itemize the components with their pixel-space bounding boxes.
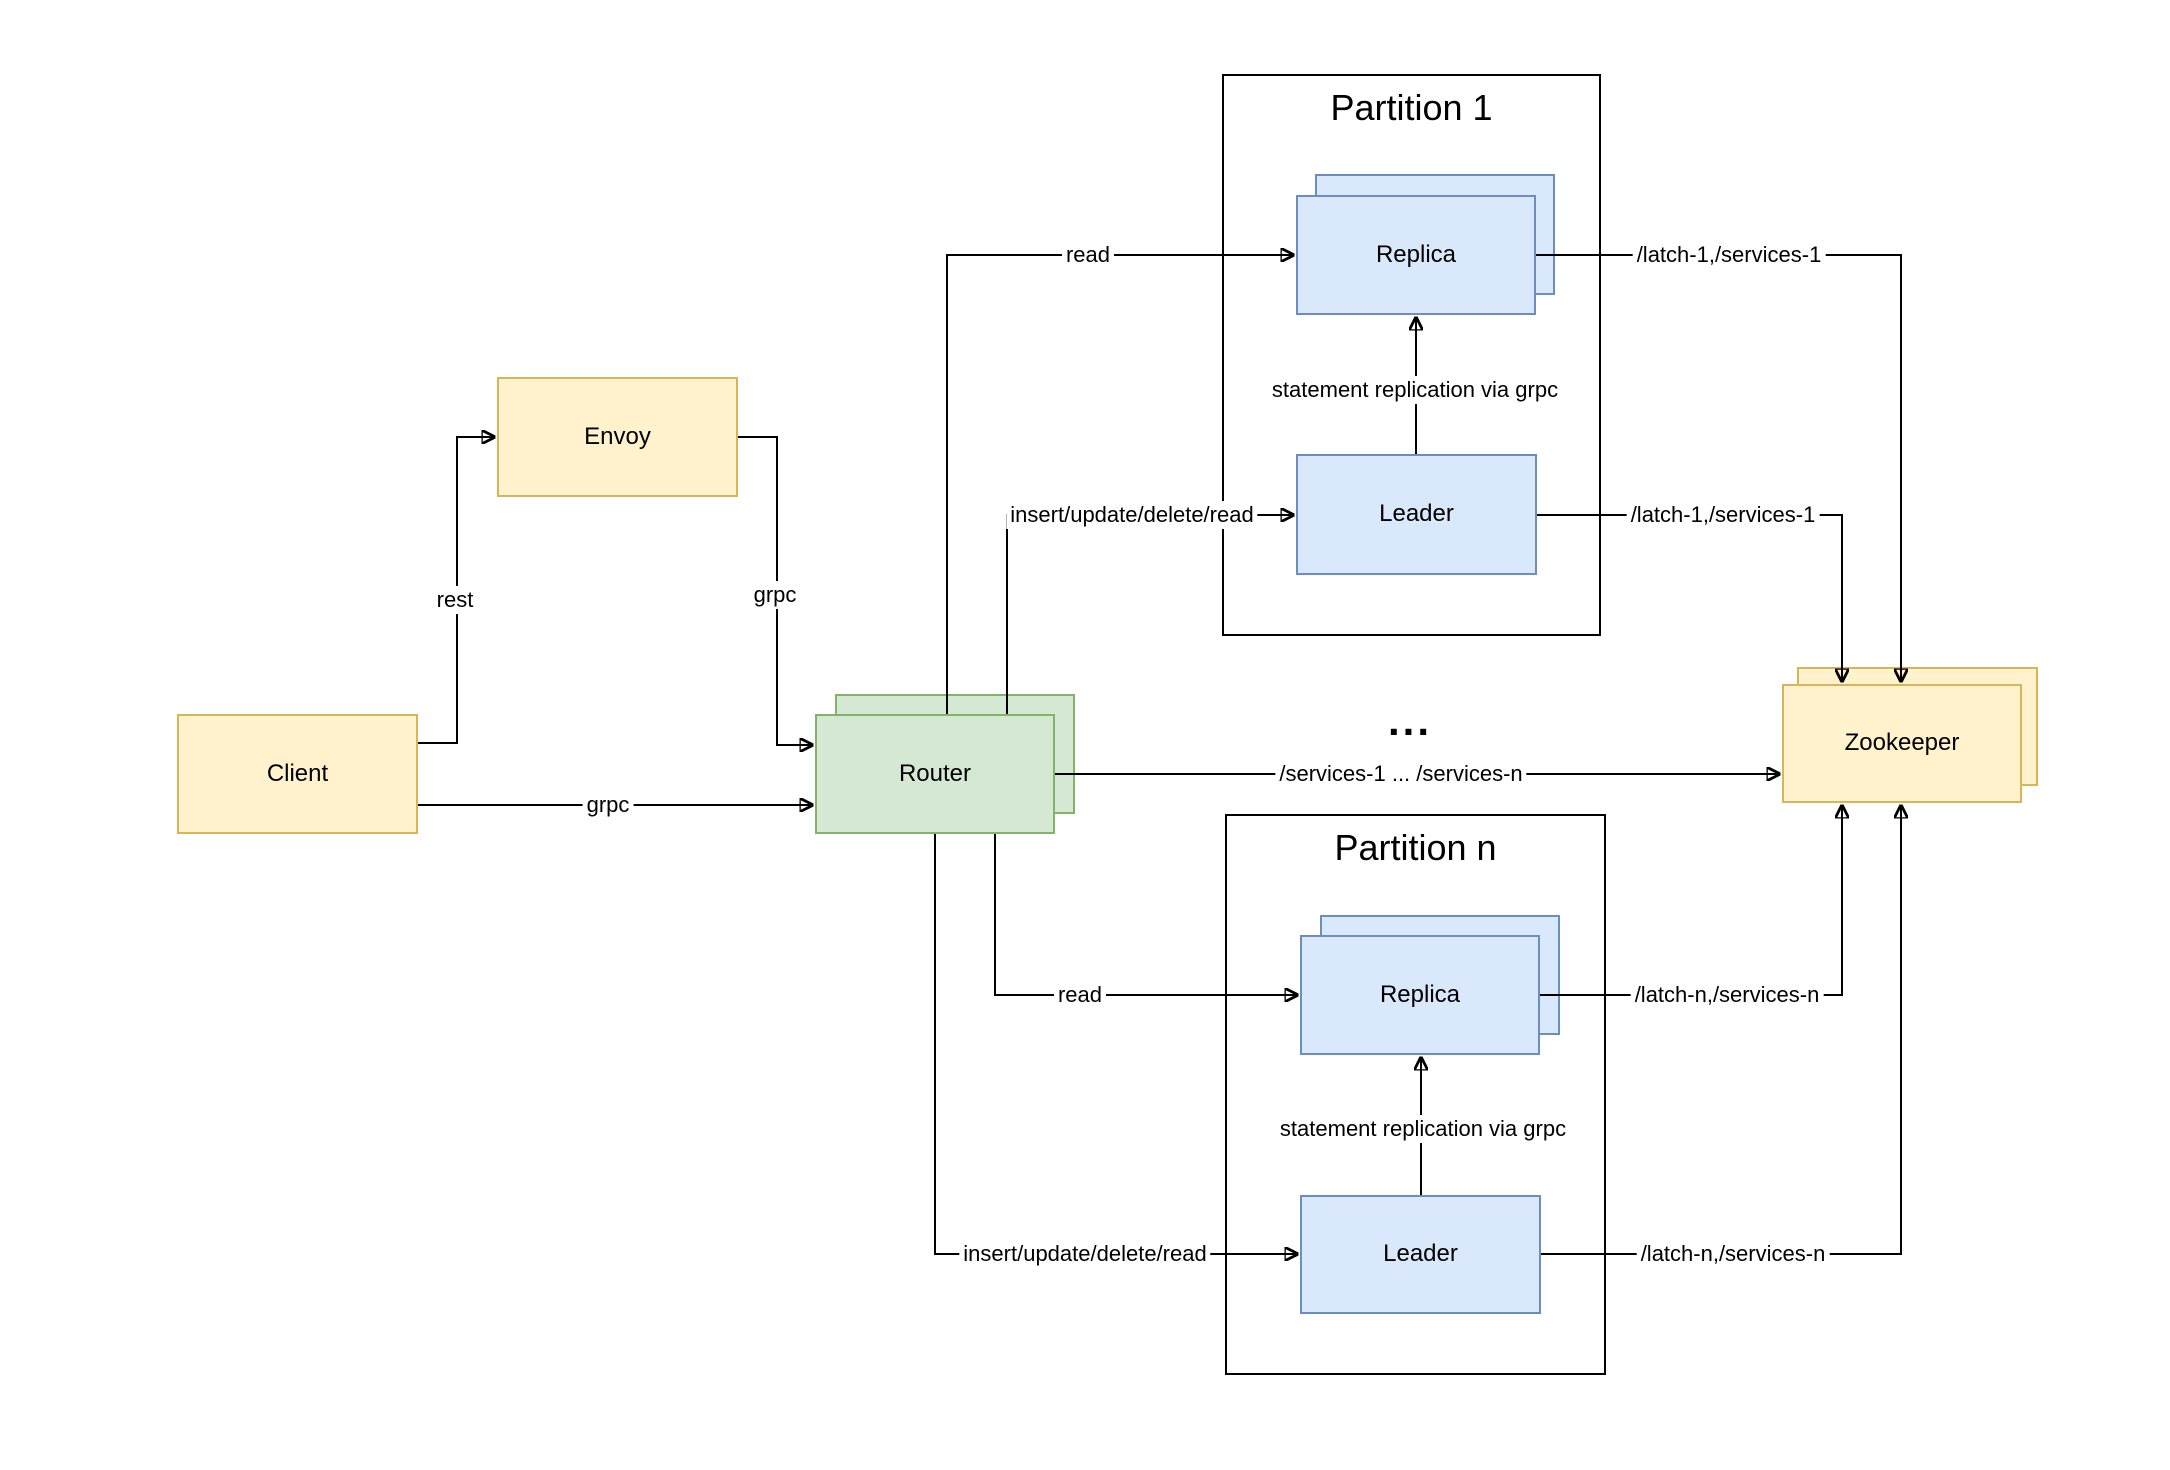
- partition-n-replica-node: Replica: [1300, 935, 1540, 1055]
- edge-label-replication-p1: statement replication via grpc: [1267, 376, 1563, 404]
- edge-label-latch1-replica: /latch-1,/services-1: [1632, 241, 1826, 269]
- edge-label-grpc-envoy: grpc: [749, 581, 801, 609]
- partition-n-replica-label: Replica: [1379, 980, 1461, 1008]
- partition-1-replica-label: Replica: [1375, 240, 1457, 268]
- partition-1-replica-node: Replica: [1296, 195, 1536, 315]
- partition-1-leader-label: Leader: [1379, 500, 1454, 528]
- edge-label-grpc-client: grpc: [582, 791, 634, 819]
- envoy-label: Envoy: [584, 422, 651, 450]
- edge-label-latchn-replica: /latch-n,/services-n: [1630, 981, 1824, 1009]
- edge-label-insert-p1: insert/update/delete/read: [1006, 501, 1258, 529]
- zookeeper-node: Zookeeper: [1782, 684, 2022, 803]
- partitions-ellipsis: ...: [1387, 697, 1433, 744]
- edge-label-replication-pn: statement replication via grpc: [1275, 1115, 1571, 1143]
- edge-label-read-p1: read: [1061, 241, 1115, 269]
- partition-1-leader-node: Leader: [1296, 454, 1537, 575]
- edge-label-latch1-leader: /latch-1,/services-1: [1626, 501, 1820, 529]
- zookeeper-label: Zookeeper: [1844, 729, 1960, 757]
- edge-label-insert-pn: insert/update/delete/read: [959, 1240, 1211, 1268]
- envoy-node: Envoy: [497, 377, 738, 497]
- router-node: Router: [815, 714, 1055, 834]
- edge-label-latchn-leader: /latch-n,/services-n: [1636, 1240, 1830, 1268]
- partition-n-title: Partition n: [1334, 827, 1497, 868]
- partition-n-leader-label: Leader: [1383, 1240, 1458, 1268]
- client-node: Client: [177, 714, 418, 834]
- edge-label-services: /services-1 ... /services-n: [1275, 760, 1527, 788]
- edge-label-rest: rest: [432, 586, 478, 614]
- partition-1-title: Partition 1: [1330, 87, 1493, 128]
- router-label: Router: [898, 759, 972, 787]
- partition-n-leader-node: Leader: [1300, 1195, 1541, 1314]
- client-label: Client: [266, 759, 329, 787]
- edge-label-read-pn: read: [1053, 981, 1107, 1009]
